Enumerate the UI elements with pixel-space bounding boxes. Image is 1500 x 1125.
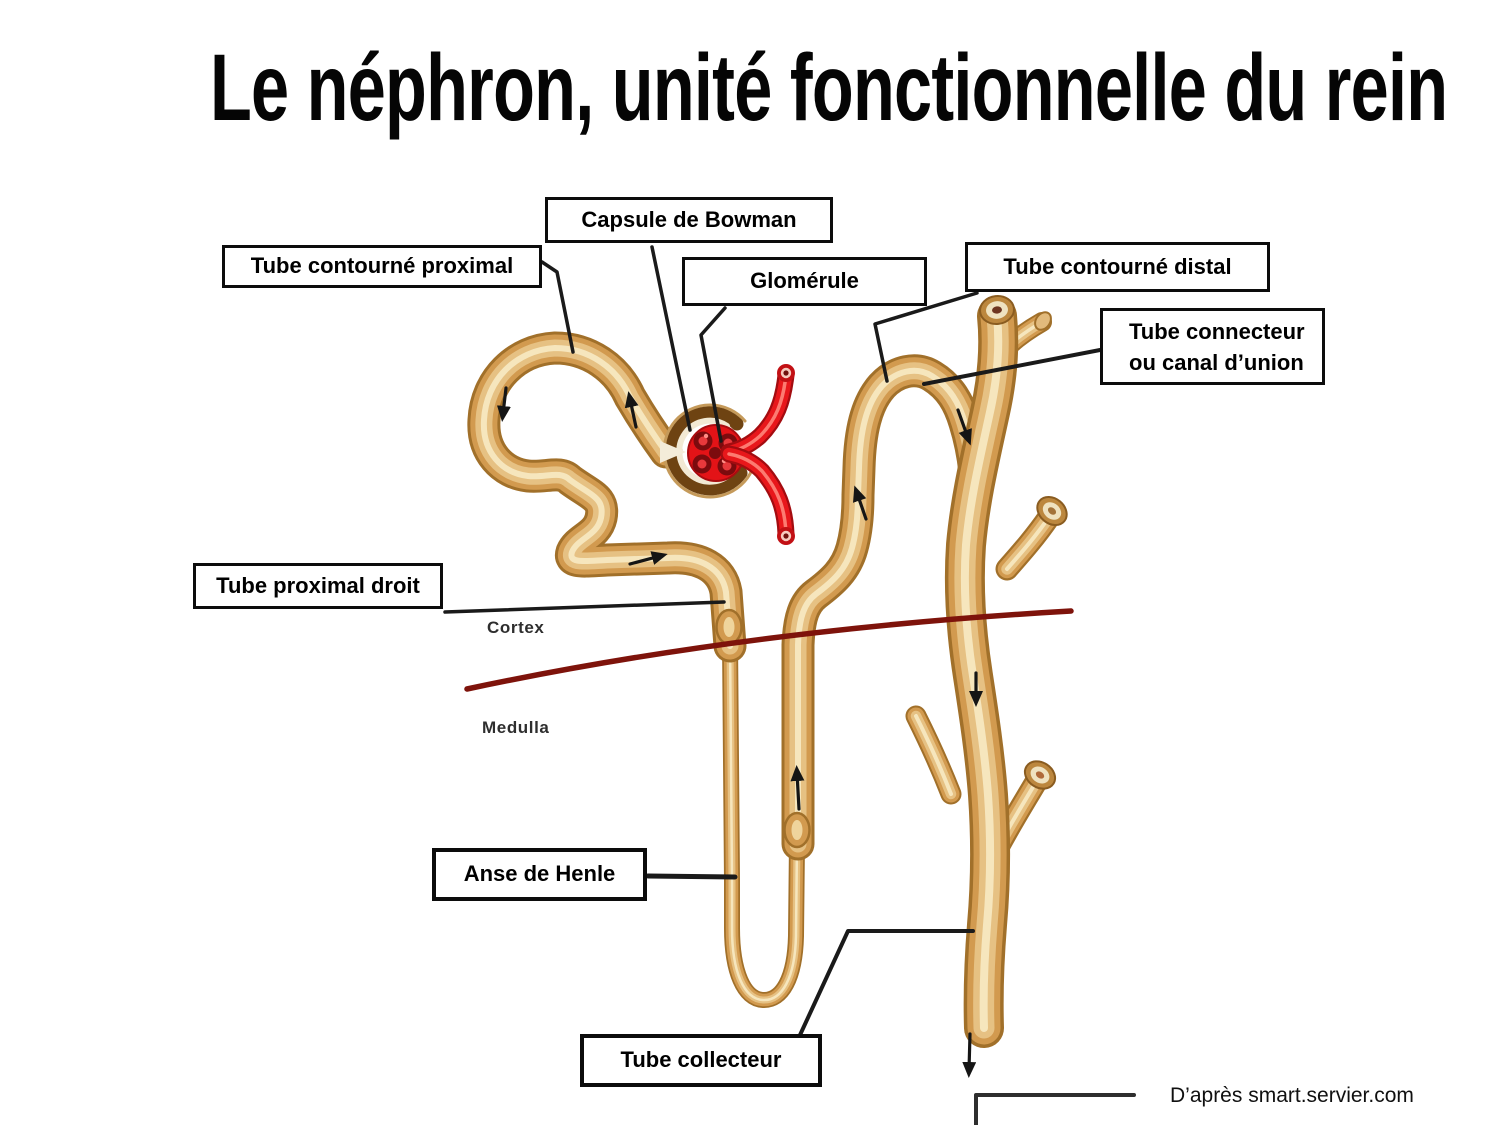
flow-arrow-outlet (962, 1032, 977, 1078)
label-text: Tube collecteur (620, 1047, 782, 1073)
flow-arrow-proximal-run (628, 551, 668, 566)
region-label-medulla: Medulla (482, 718, 550, 737)
glomerulus-graphic (687, 424, 745, 482)
label-box-connector: Tube connecteur ou canal d’union (1100, 308, 1325, 385)
flow-arrow-capsule-exit (624, 391, 639, 429)
label-text: Capsule de Bowman (581, 206, 797, 232)
open-duct-end-top (979, 294, 1015, 326)
leader-lines (443, 245, 1136, 1125)
open-duct-end-lower (1023, 760, 1057, 790)
flow-arrow-proximal-loop (496, 386, 511, 422)
tubule-junction-collars (715, 608, 811, 849)
label-text: Anse de Henle (463, 861, 616, 887)
region-label-cortex: Cortex (487, 618, 545, 637)
leader-proximal-straight (443, 600, 726, 614)
flow-arrow-connector (956, 408, 972, 446)
open-duct-end-middle (1036, 495, 1068, 527)
vessel-open-end-top (777, 364, 795, 382)
leader-connector (922, 348, 1102, 386)
cortex-medulla-boundary-line (464, 608, 1074, 692)
leader-collecting-duct (798, 929, 975, 1037)
flow-arrows (496, 386, 983, 1078)
vessel-open-end-bottom (777, 527, 795, 545)
glomerular-vessels (720, 364, 795, 545)
label-text: Glomérule (750, 268, 859, 294)
collecting-duct-tube (965, 316, 998, 1028)
label-box-proximal-straight: Tube proximal droit (193, 563, 443, 609)
label-box-distal-convoluted: Tube contourné distal (965, 242, 1270, 292)
leader-glomerulus (699, 306, 727, 443)
leader-proximal-convoluted (540, 260, 575, 354)
leader-henle (645, 873, 738, 880)
tubule-artwork (484, 316, 1049, 1028)
label-text: Tube contourné distal (1003, 253, 1232, 279)
flow-arrow-ascending-limb (790, 765, 805, 811)
slide-title: Le néphron, unité fonctionnelle du rein (210, 35, 1448, 141)
attribution-text: D’après smart.servier.com (1170, 1084, 1414, 1107)
label-box-glomerulus: Glomérule (682, 257, 927, 306)
label-box-loop-of-henle: Anse de Henle (432, 848, 647, 901)
label-box-proximal-convoluted: Tube contourné proximal (222, 245, 542, 288)
leader-capsule (650, 245, 692, 432)
label-text: Tube contourné proximal (250, 253, 514, 279)
label-text-line2: ou canal d’union (1129, 349, 1304, 375)
label-box-bowman-capsule: Capsule de Bowman (545, 197, 833, 243)
label-text: Tube proximal droit (216, 572, 420, 598)
leader-distal-convoluted (873, 291, 979, 383)
cut-branch-end (1034, 311, 1052, 331)
flow-arrow-distal (853, 485, 868, 521)
bottom-corner-bracket (974, 1093, 1136, 1125)
label-box-collecting-duct: Tube collecteur (580, 1034, 822, 1087)
proximal-tubule (484, 348, 730, 646)
label-text-line1: Tube connecteur (1129, 318, 1305, 344)
